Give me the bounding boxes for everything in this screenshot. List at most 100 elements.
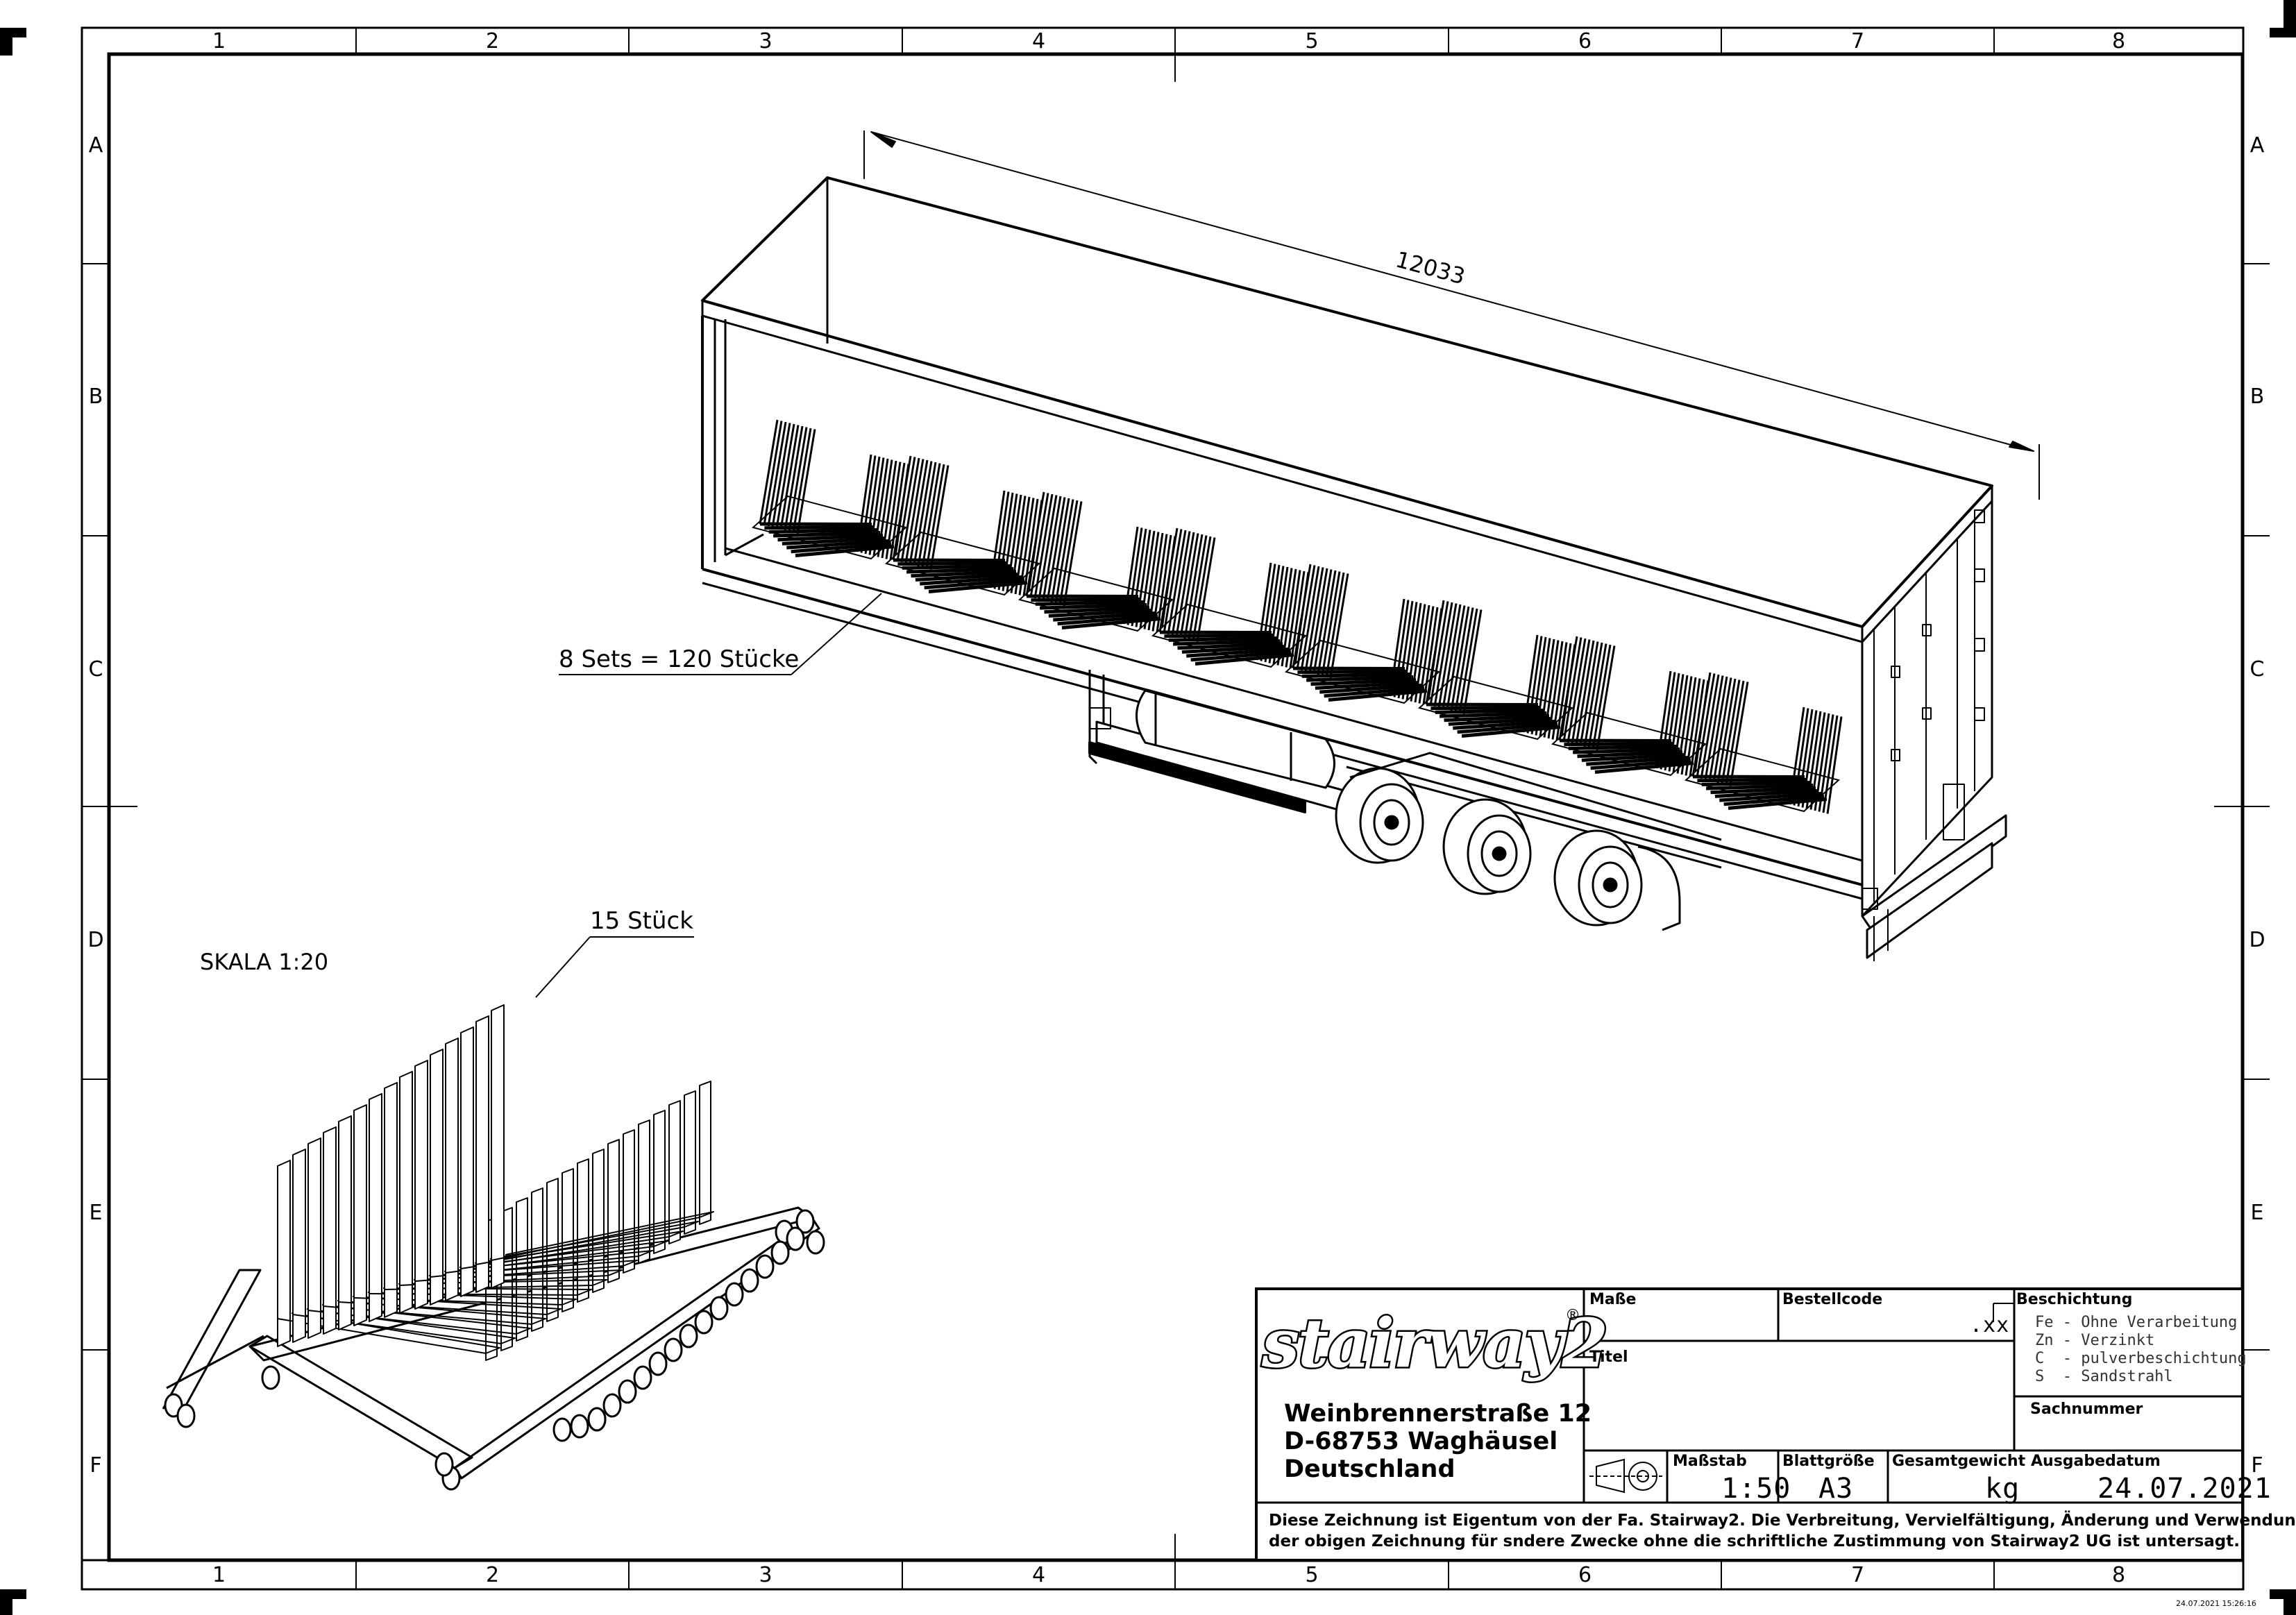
caster-wheel bbox=[709, 1296, 729, 1321]
rack-upright bbox=[699, 1081, 711, 1225]
titel-label: Titel bbox=[1589, 1348, 1628, 1366]
zone-col-bottom-1: 1 bbox=[212, 1563, 226, 1587]
zone-row-right-F: F bbox=[2251, 1453, 2263, 1478]
caster-wheel bbox=[602, 1393, 622, 1418]
rack-upright bbox=[353, 1104, 367, 1326]
zone-col-bottom-3: 3 bbox=[759, 1563, 773, 1587]
dimension-12033 bbox=[863, 130, 2040, 500]
rack-set bbox=[1018, 491, 1176, 634]
zone-col-top-6: 6 bbox=[1578, 29, 1592, 53]
rack-upright bbox=[475, 1015, 489, 1293]
blattgroesse-label: Blattgröße bbox=[1782, 1453, 1875, 1470]
caster-wheel bbox=[795, 1209, 815, 1234]
zone-row-right-A: A bbox=[2249, 133, 2265, 158]
leader-lines bbox=[535, 593, 882, 998]
zone-col-top-8: 8 bbox=[2111, 29, 2126, 53]
rack-upright bbox=[399, 1071, 413, 1314]
address-line-3: Deutschland bbox=[1284, 1455, 1455, 1483]
rack-upright bbox=[369, 1093, 382, 1322]
caster-wheel bbox=[570, 1414, 589, 1439]
ausgabedatum-label: Ausgabedatum bbox=[2031, 1453, 2161, 1470]
stairway2-logo: stairway2 bbox=[1260, 1304, 1610, 1383]
rack-set bbox=[1284, 564, 1443, 706]
rack-upright bbox=[292, 1149, 306, 1343]
beschichtung-option-fe: Fe - Ohne Verarbeitung bbox=[2035, 1314, 2238, 1331]
rack-set bbox=[1684, 672, 1843, 814]
rack-upright bbox=[668, 1100, 681, 1244]
zone-col-bottom-5: 5 bbox=[1305, 1563, 1319, 1587]
rack-set bbox=[1417, 600, 1576, 742]
projection-symbol bbox=[1589, 1458, 1662, 1494]
zone-row-right-D: D bbox=[2249, 928, 2265, 952]
caster-wheel bbox=[176, 1403, 196, 1428]
zone-row-right-E: E bbox=[2250, 1201, 2264, 1225]
blattgroesse-value: A3 bbox=[1818, 1473, 1854, 1505]
zone-col-bottom-2: 2 bbox=[485, 1563, 500, 1587]
rack-upright bbox=[684, 1090, 696, 1235]
rack-upright bbox=[430, 1049, 444, 1305]
caster-wheel bbox=[633, 1365, 652, 1390]
masse-label: Maße bbox=[1589, 1291, 1637, 1308]
wheel-2 bbox=[1442, 798, 1532, 895]
caster-wheel bbox=[552, 1417, 572, 1442]
caster-wheel bbox=[755, 1254, 775, 1279]
zone-col-bottom-6: 6 bbox=[1578, 1563, 1592, 1587]
pieces-label: 15 Stück bbox=[590, 907, 693, 935]
notice-line-2: der obigen Zeichnung für sndere Zwecke o… bbox=[1269, 1532, 2240, 1550]
zone-row-left-F: F bbox=[90, 1453, 102, 1478]
zone-col-bottom-7: 7 bbox=[1850, 1563, 1865, 1587]
caster-wheel bbox=[806, 1230, 825, 1255]
beschichtung-option-s: S - Sandstrahl bbox=[2035, 1368, 2173, 1385]
registered-mark: ® bbox=[1565, 1307, 1580, 1324]
zone-ticks-bottom bbox=[355, 1534, 1995, 1589]
caster-wheel bbox=[261, 1365, 280, 1390]
trailer-isometric-view bbox=[701, 130, 2040, 961]
gesamtgewicht-unit: kg bbox=[1985, 1473, 2020, 1505]
rack-set bbox=[1151, 527, 1310, 670]
caster-wheel bbox=[648, 1351, 668, 1376]
beschichtung-option-zn: Zn - Verzinkt bbox=[2035, 1332, 2155, 1349]
rack-upright bbox=[384, 1082, 398, 1318]
zone-row-left-C: C bbox=[88, 657, 103, 682]
bestellcode-value: .xx bbox=[1970, 1313, 2010, 1337]
caster-wheel bbox=[679, 1324, 698, 1348]
rack-upright bbox=[577, 1158, 589, 1303]
caster-wheel bbox=[618, 1379, 637, 1404]
massstab-value: 1:50 bbox=[1721, 1473, 1791, 1505]
caster-wheel bbox=[786, 1226, 805, 1251]
zone-col-top-5: 5 bbox=[1305, 29, 1319, 53]
caster-wheel bbox=[725, 1282, 744, 1307]
timestamp: 24.07.2021 15:26:16 bbox=[2176, 1599, 2256, 1608]
caster-wheel bbox=[740, 1268, 759, 1293]
zone-col-bottom-8: 8 bbox=[2111, 1563, 2126, 1587]
zone-col-top-4: 4 bbox=[1031, 29, 1046, 53]
address-line-2: D-68753 Waghäusel bbox=[1284, 1428, 1558, 1455]
massstab-label: Maßstab bbox=[1673, 1453, 1747, 1470]
address-line-1: Weinbrennerstraße 12 bbox=[1284, 1400, 1592, 1428]
rack-upright bbox=[445, 1038, 459, 1301]
beschichtung-option-c: C - pulverbeschichtung bbox=[2035, 1350, 2247, 1367]
zone-col-top-1: 1 bbox=[212, 29, 226, 53]
zone-col-top-7: 7 bbox=[1850, 29, 1865, 53]
zone-row-left-D: D bbox=[87, 928, 104, 952]
beschichtung-label: Beschichtung bbox=[2016, 1291, 2133, 1308]
zone-row-right-B: B bbox=[2249, 384, 2265, 409]
bestellcode-label: Bestellcode bbox=[1782, 1291, 1883, 1308]
zone-ticks-right bbox=[2214, 263, 2270, 1351]
notice-line-1: Diese Zeichnung ist Eigentum von der Fa.… bbox=[1269, 1512, 2296, 1530]
sets-label: 8 Sets = 120 Stücke bbox=[559, 645, 800, 673]
rack-upright bbox=[460, 1026, 474, 1297]
wheel-3 bbox=[1553, 829, 1681, 931]
caster-wheel bbox=[770, 1240, 790, 1265]
zone-row-left-B: B bbox=[88, 384, 103, 409]
rack-upright bbox=[562, 1168, 574, 1312]
zone-row-right-C: C bbox=[2249, 657, 2265, 682]
caster-wheel bbox=[694, 1310, 714, 1335]
rack-upright bbox=[323, 1126, 337, 1335]
rack-upright bbox=[277, 1160, 291, 1347]
title-block bbox=[1255, 1287, 2244, 1562]
zone-col-top-3: 3 bbox=[759, 29, 773, 53]
gesamtgewicht-label: Gesamtgewicht bbox=[1892, 1453, 2026, 1470]
